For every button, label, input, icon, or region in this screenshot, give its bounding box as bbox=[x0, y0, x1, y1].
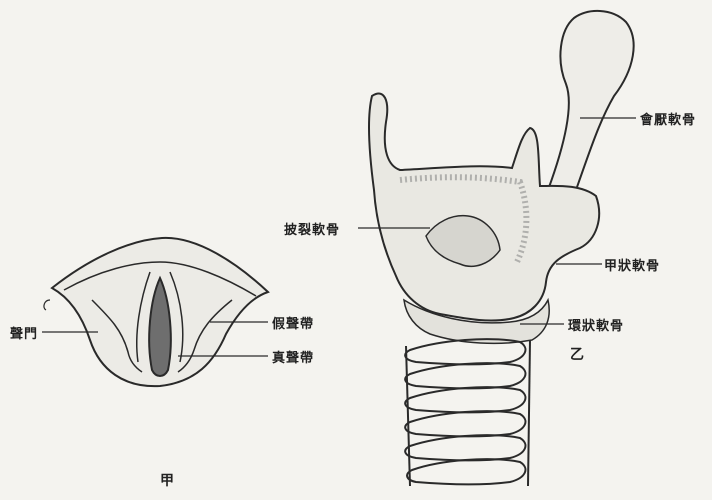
label-glottis: 聲門 bbox=[10, 323, 38, 342]
thyroid-cartilage-shape bbox=[369, 94, 599, 321]
panel-a-mark: 甲 bbox=[160, 470, 175, 490]
glottis-marker bbox=[44, 300, 50, 310]
label-thyroid-cartilage: 甲狀軟骨 bbox=[604, 255, 660, 274]
label-true-vocal-cord: 真聲帶 bbox=[272, 347, 314, 366]
epiglottic-cartilage-shape bbox=[548, 11, 634, 195]
vocal-cords-view bbox=[44, 238, 268, 386]
trachea-rings bbox=[405, 339, 530, 486]
label-arytenoid-cartilage: 披裂軟骨 bbox=[284, 219, 340, 238]
panel-b-mark: 乙 bbox=[570, 344, 585, 364]
cartilage-view bbox=[369, 11, 634, 343]
label-epiglottic-cartilage: 會厭軟骨 bbox=[640, 109, 696, 128]
label-cricoid-cartilage: 環狀軟骨 bbox=[568, 315, 624, 334]
label-false-vocal-cord: 假聲帶 bbox=[272, 313, 314, 332]
